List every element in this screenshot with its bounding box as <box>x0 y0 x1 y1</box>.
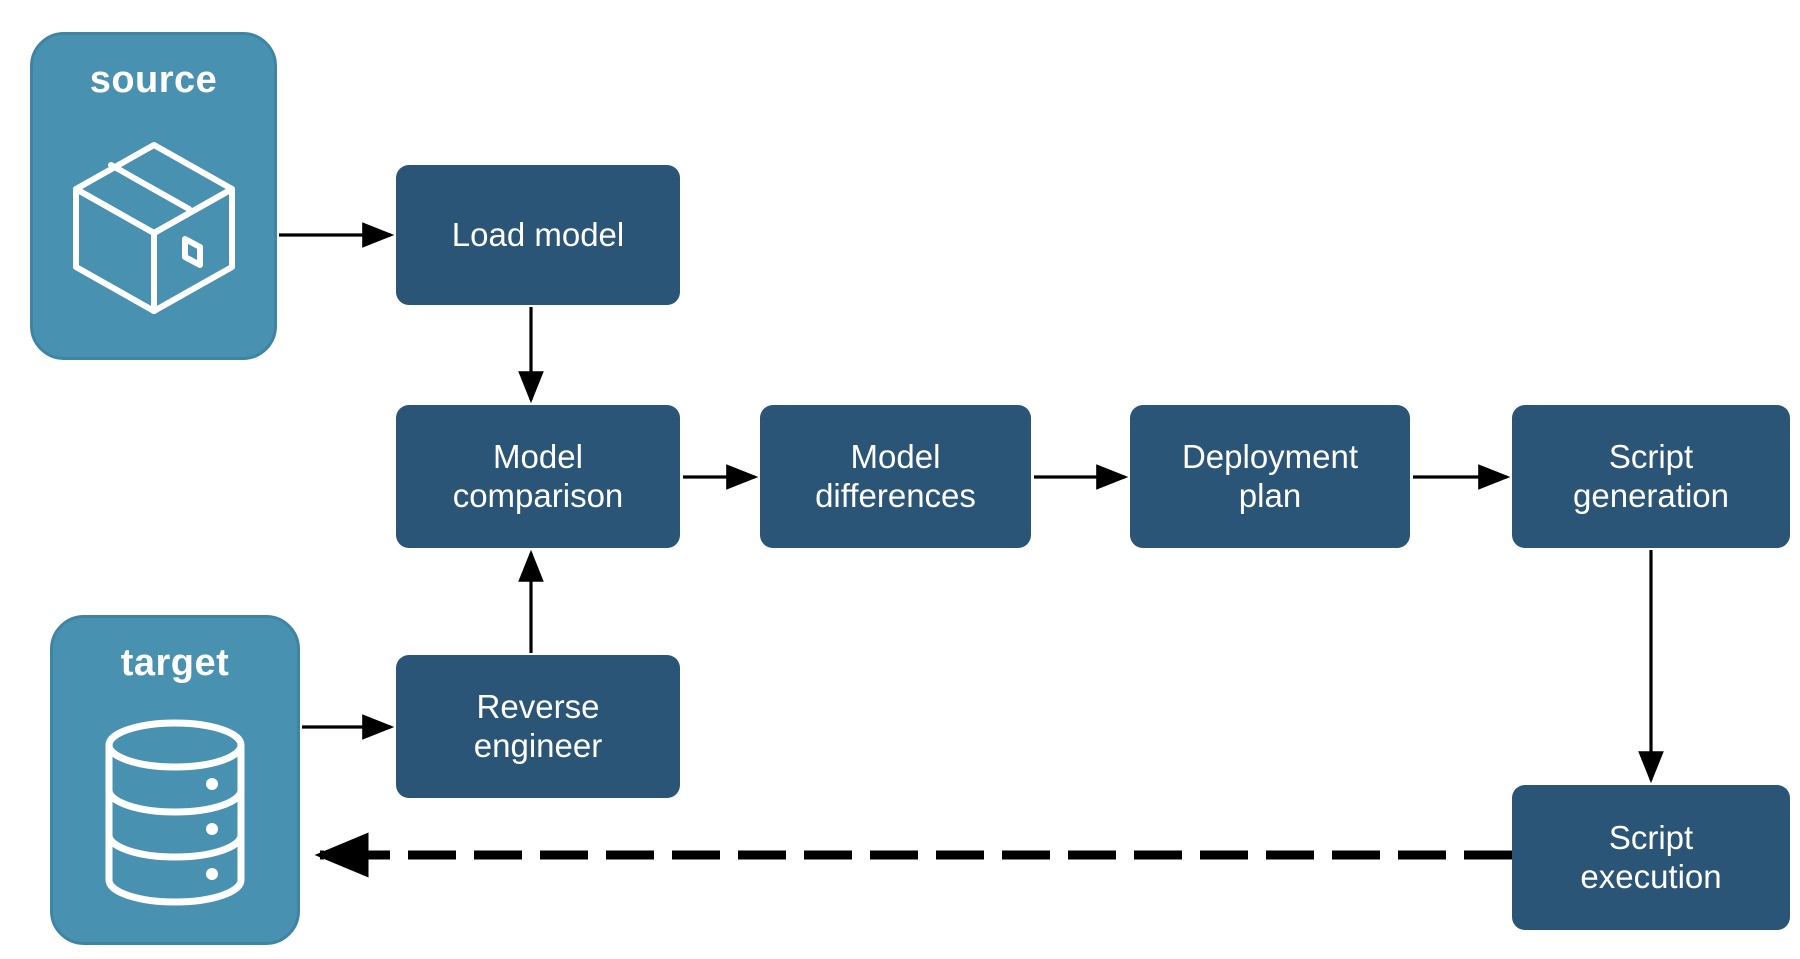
node-script-generation[interactable]: Script generation <box>1512 405 1790 548</box>
node-deployment-plan[interactable]: Deployment plan <box>1130 405 1410 548</box>
node-script-execution[interactable]: Script execution <box>1512 785 1790 930</box>
database-cylinder-icon <box>53 682 297 942</box>
node-model-differences[interactable]: Model differences <box>760 405 1031 548</box>
node-reverse-engineer[interactable]: Reverse engineer <box>396 655 680 798</box>
endpoint-target[interactable]: target <box>50 615 300 945</box>
node-model-comparison[interactable]: Model comparison <box>396 405 680 548</box>
node-load-model[interactable]: Load model <box>396 165 680 305</box>
endpoint-target-label: target <box>120 642 230 684</box>
endpoint-source[interactable]: source <box>30 32 277 360</box>
endpoint-source-label: source <box>89 59 218 101</box>
package-box-icon <box>33 99 274 357</box>
